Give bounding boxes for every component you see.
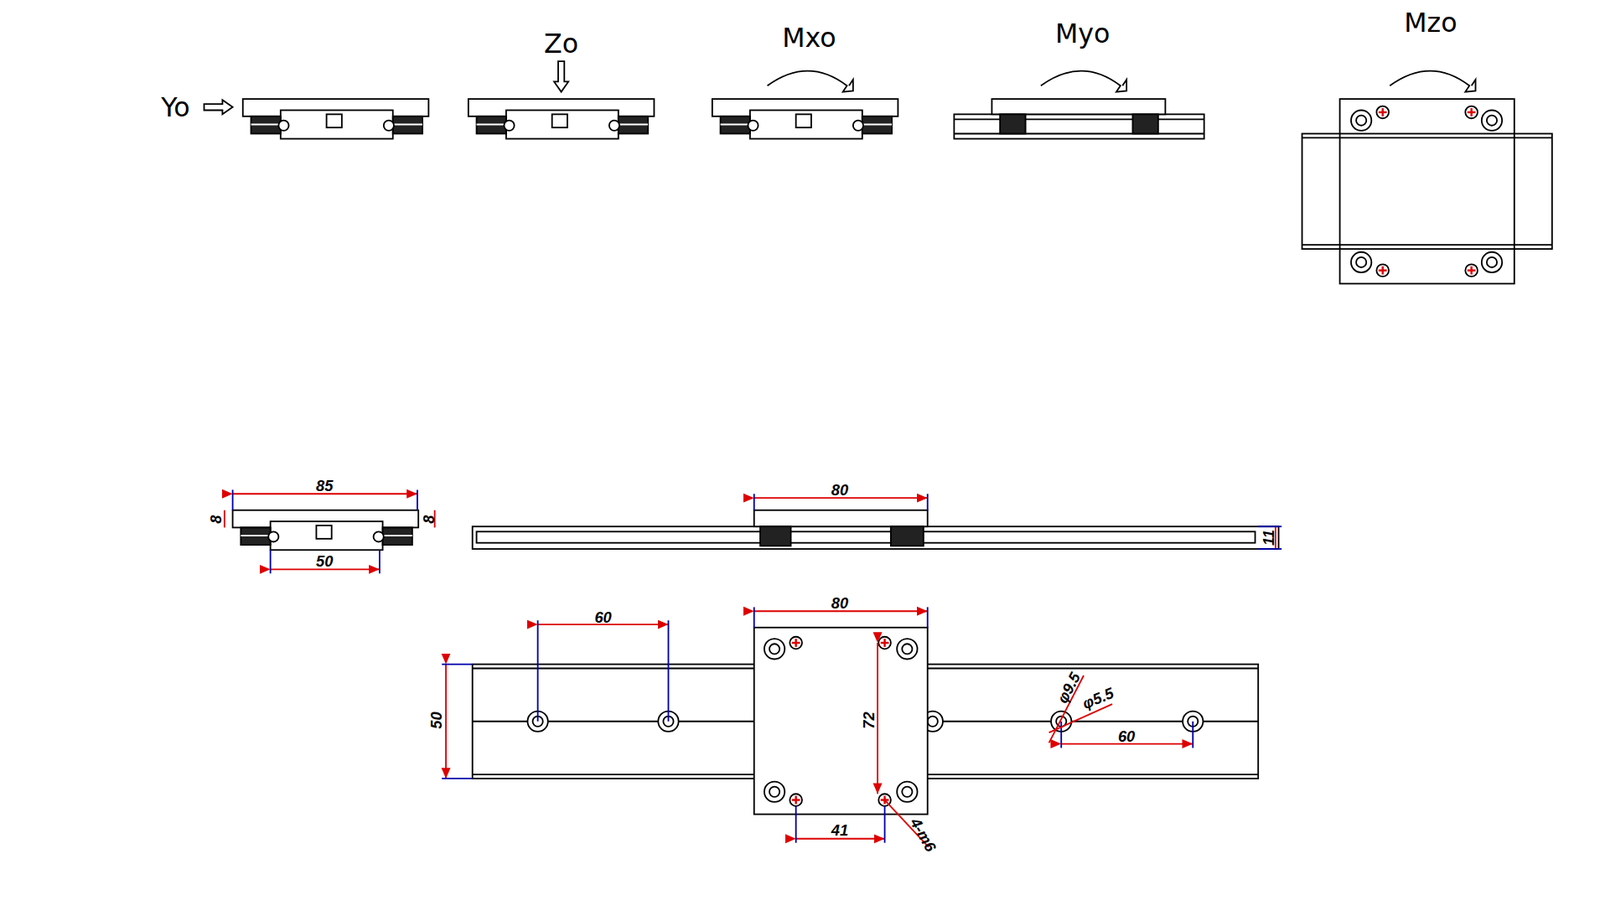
dimension-label: 60 [1118,728,1135,744]
dimension-label: 4-m6 [907,815,939,855]
load-label: Mzo [1403,9,1457,37]
dimension-views [224,489,1282,847]
dimension-label: 8 [420,515,436,524]
load-label: Myo [1055,20,1110,47]
dimension-label: 8 [207,515,223,524]
dimension-label: 80 [831,595,849,611]
dimension-label: 72 [860,711,876,729]
load-label: Yo [160,93,191,121]
dimension-label: φ5.5 [1080,684,1116,711]
dimension-label: 50 [428,711,444,729]
dimension-label: φ9.5 [1054,669,1083,705]
dimension-label: 85 [315,477,333,493]
dimension-label: 41 [831,822,849,838]
dimension-label: 60 [594,609,612,625]
dimension-label: 11 [1260,529,1276,546]
load-views [204,61,1553,284]
dimension-label: 50 [315,553,333,569]
dimension-label: 80 [831,481,849,498]
load-label: Mxo [781,24,836,52]
load-label: Zo [543,31,579,58]
